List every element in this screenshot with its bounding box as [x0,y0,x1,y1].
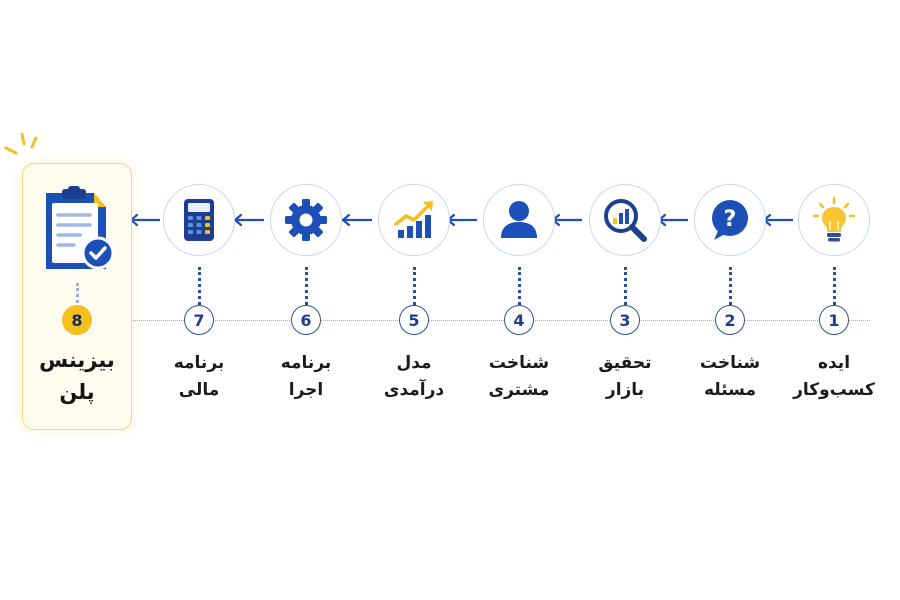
step-3-icon-circle [589,184,661,256]
magnifier-chart-icon [604,199,647,242]
user-icon [501,201,537,238]
step-7-label-line1: برنامه [173,353,225,373]
step-3-number: 3 [610,305,640,335]
step-6-icon-circle [270,184,342,256]
step-5-icon-circle [378,184,450,256]
arrow-left-icon [233,213,264,227]
step-4-label: شناخت مشتری [464,350,574,404]
step-2-number: 2 [715,305,745,335]
timeline-line [100,320,870,321]
svg-text:?: ? [724,207,737,232]
step-5-label-line2: درآمدی [383,380,445,400]
step-5-label-line1: مدل [396,353,432,373]
arrow-left-icon [657,213,688,227]
step-7-label: برنامه مالی [144,350,254,404]
step-7-label-line2: مالی [178,380,220,400]
step-1-label: ایده کسب‌وکار [779,350,889,404]
step-2-icon-circle: ? [694,184,766,256]
step-4-label-line2: مشتری [488,380,550,400]
sparkle-icon [4,132,38,155]
step-7-connector [198,267,201,305]
step-7-number: 7 [184,305,214,335]
step-6-label: برنامه اجرا [251,350,361,404]
step-1-connector [833,267,836,305]
step-5-number: 5 [399,305,429,335]
step-6-label-line2: اجرا [288,380,324,400]
gear-icon [285,199,327,241]
step-1-label-line1: ایده [817,353,851,373]
step-3-label-line1: تحقیق [598,353,652,373]
final-label-line1: بیزینس [39,348,115,372]
step-7-icon-circle [163,184,235,256]
step-6-connector [305,267,308,305]
final-connector [76,283,79,303]
arrow-left-icon [129,213,160,227]
step-1-number: 1 [819,305,849,335]
step-6-label-line1: برنامه [280,353,332,373]
step-5-label: مدل درآمدی [359,350,469,404]
final-step-label: بیزینس پلن [22,344,132,408]
step-4-connector [518,267,521,305]
step-2-connector [729,267,732,305]
step-1-label-line2: کسب‌وکار [793,380,875,400]
step-2-label: شناخت مسئله [675,350,785,404]
step-3-connector [624,267,627,305]
arrow-left-icon [762,213,793,227]
step-2-label-line1: شناخت [699,353,761,373]
step-4-icon-circle [483,184,555,256]
step-1-icon-circle [798,184,870,256]
final-step-number: 8 [62,305,92,335]
step-4-label-line1: شناخت [488,353,550,373]
step-5-connector [413,267,416,305]
step-3-label-line2: بازار [605,380,645,400]
arrow-left-icon [551,213,582,227]
growth-chart-icon [394,201,433,238]
calculator-icon [184,199,214,241]
arrow-left-icon [446,213,477,227]
step-2-label-line2: مسئله [703,380,756,400]
lightbulb-icon [812,196,856,242]
arrow-left-icon [341,213,372,227]
clipboard-check-icon [46,186,115,270]
question-bubble-icon: ? [712,200,748,240]
step-4-number: 4 [504,305,534,335]
step-3-label: تحقیق بازار [570,350,680,404]
step-6-number: 6 [291,305,321,335]
final-label-line2: پلن [59,380,95,404]
